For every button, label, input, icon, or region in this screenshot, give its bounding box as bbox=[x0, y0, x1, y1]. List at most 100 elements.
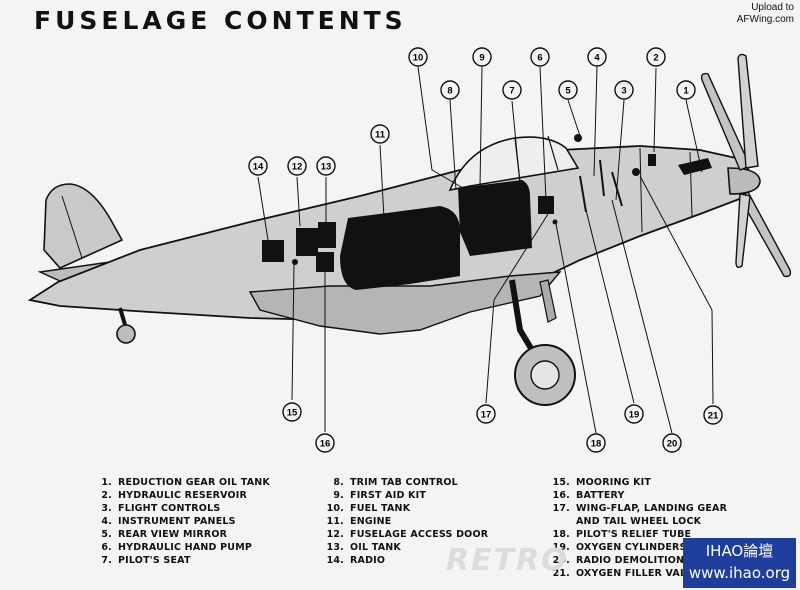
legend-item: 20. RADIO DEMOLITION SW bbox=[548, 554, 727, 567]
callout-4: 4 bbox=[587, 47, 607, 67]
callout-6: 6 bbox=[530, 47, 550, 67]
legend-item-label: AND TAIL WHEEL LOCK bbox=[576, 516, 702, 527]
callout-number: 12 bbox=[292, 162, 303, 173]
engine-block bbox=[340, 206, 461, 290]
upload-note-line2: AFWing.com bbox=[736, 14, 794, 25]
legend-item-number: 20. bbox=[552, 555, 570, 566]
legend-item-label: REAR VIEW MIRROR bbox=[118, 529, 228, 540]
mirror-dot bbox=[574, 134, 582, 142]
callout-number: 21 bbox=[708, 411, 719, 422]
legend-item-number: 14. bbox=[326, 555, 344, 566]
legend-item-label: OXYGEN FILLER VALVE bbox=[576, 568, 700, 579]
rudder-line bbox=[61, 195, 83, 259]
site-badge: IHAO論壇 www.ihao.org bbox=[683, 538, 796, 588]
hand-pump-block bbox=[538, 196, 554, 214]
legend-item-number: 8. bbox=[333, 477, 344, 488]
callout-number: 7 bbox=[509, 86, 514, 97]
battery-dot bbox=[292, 259, 298, 265]
callout-17: 17 bbox=[476, 404, 496, 424]
wing bbox=[248, 271, 562, 335]
legend-item: 5. REAR VIEW MIRROR bbox=[90, 528, 270, 541]
callout-7: 7 bbox=[502, 80, 522, 100]
callout-number: 15 bbox=[287, 408, 298, 419]
callout-number: 9 bbox=[479, 53, 484, 64]
callout-number: 4 bbox=[594, 53, 600, 64]
leader-lines bbox=[257, 66, 714, 434]
legend-item: 21. OXYGEN FILLER VALVE bbox=[548, 567, 727, 580]
callout-number: 3 bbox=[621, 86, 626, 97]
legend-item: 17.WING-FLAP, LANDING GEAR bbox=[548, 502, 727, 515]
badge-line2: www.ihao.org bbox=[688, 564, 791, 582]
legend-item-label: INSTRUMENT PANELS bbox=[118, 516, 236, 527]
spinner bbox=[727, 167, 761, 195]
callout-12: 12 bbox=[287, 156, 307, 176]
main-wheel-hub bbox=[530, 360, 560, 390]
legend-item-label: HYDRAULIC HAND PUMP bbox=[118, 542, 253, 553]
legend-item: 6. HYDRAULIC HAND PUMP bbox=[90, 541, 270, 554]
canopy bbox=[448, 136, 580, 192]
legend-item: 9.FIRST AID KIT bbox=[322, 489, 488, 502]
main-gear-strut bbox=[509, 279, 535, 352]
legend-item-number: 9. bbox=[333, 490, 344, 501]
hydraulic-reservoir-block bbox=[648, 154, 656, 166]
callout-3: 3 bbox=[614, 80, 634, 100]
legend-item-number: 18. bbox=[552, 529, 570, 540]
legend-item-label: PILOT'S SEAT bbox=[118, 555, 191, 566]
legend-item-number: 3. bbox=[101, 503, 112, 514]
legend-item-label: REDUCTION GEAR OIL TANK bbox=[118, 477, 270, 488]
callout-21: 21 bbox=[703, 405, 723, 425]
legend-item: 3.FLIGHT CONTROLS bbox=[90, 502, 270, 515]
legend-item-number: 21. bbox=[552, 568, 570, 579]
callout-8: 8 bbox=[440, 80, 460, 100]
propeller-blade-upper-2 bbox=[737, 53, 759, 169]
propeller-blade-lower bbox=[739, 190, 792, 278]
callout-10: 10 bbox=[408, 47, 428, 67]
radio-block bbox=[262, 240, 284, 262]
fuel-tank-block bbox=[458, 180, 532, 256]
callout-number: 19 bbox=[629, 410, 640, 421]
legend-item-label: OXYGEN CYLINDERS bbox=[576, 542, 687, 553]
legend-item-number: 10. bbox=[326, 503, 344, 514]
tail-fin bbox=[43, 183, 124, 269]
legend-item-label: TRIM TAB CONTROL bbox=[350, 477, 458, 488]
legend-item-number: 16. bbox=[552, 490, 570, 501]
legend-item-label: ENGINE bbox=[350, 516, 392, 527]
legend-item-number: 2. bbox=[101, 490, 112, 501]
legend-item-number: 7. bbox=[101, 555, 112, 566]
legend-item-label: PILOT'S RELIEF TUBE bbox=[576, 529, 692, 540]
legend-item: 10. FUEL TANK bbox=[322, 502, 488, 515]
callout-14: 14 bbox=[248, 156, 268, 176]
radio-block-2 bbox=[318, 222, 336, 248]
oxygen-filler-dot bbox=[632, 168, 640, 176]
callout-number: 13 bbox=[321, 162, 332, 173]
legend-item-number: 6. bbox=[101, 542, 112, 553]
legend-item: 13.OIL TANK bbox=[322, 541, 488, 554]
callout-9: 9 bbox=[472, 47, 492, 67]
legend-item: 2. HYDRAULIC RESERVOIR bbox=[90, 489, 270, 502]
callout-19: 19 bbox=[624, 404, 644, 424]
legend-item: 18. PILOT'S RELIEF TUBE bbox=[548, 528, 727, 541]
legend-item-label: FUSELAGE ACCESS DOOR bbox=[350, 529, 489, 540]
legend-item-label: FUEL TANK bbox=[350, 503, 411, 514]
legend-item-label: HYDRAULIC RESERVOIR bbox=[118, 490, 248, 501]
callout-number: 10 bbox=[413, 53, 424, 64]
tail-wheel bbox=[116, 324, 136, 344]
callout-number: 11 bbox=[375, 130, 386, 141]
legend-item-number: 17. bbox=[552, 503, 570, 514]
callout-18: 18 bbox=[586, 433, 606, 453]
fuselage-access-door-block bbox=[296, 228, 318, 256]
legend-item: 8. TRIM TAB CONTROL bbox=[322, 476, 488, 489]
callout-5: 5 bbox=[558, 80, 578, 100]
legend-item: AND TAIL WHEEL LOCK bbox=[548, 515, 727, 528]
watermark: RETRO bbox=[446, 543, 569, 578]
propeller-blade-lower-2 bbox=[735, 193, 751, 269]
legend-item-number: 5. bbox=[101, 529, 112, 540]
callout-1: 1 bbox=[676, 80, 696, 100]
legend-item-number: 15. bbox=[552, 477, 570, 488]
legend-item-label: RADIO DEMOLITION SW bbox=[576, 555, 706, 566]
callout-20: 20 bbox=[662, 433, 682, 453]
callout-15: 15 bbox=[282, 402, 302, 422]
legend-item-number: 13. bbox=[326, 542, 344, 553]
